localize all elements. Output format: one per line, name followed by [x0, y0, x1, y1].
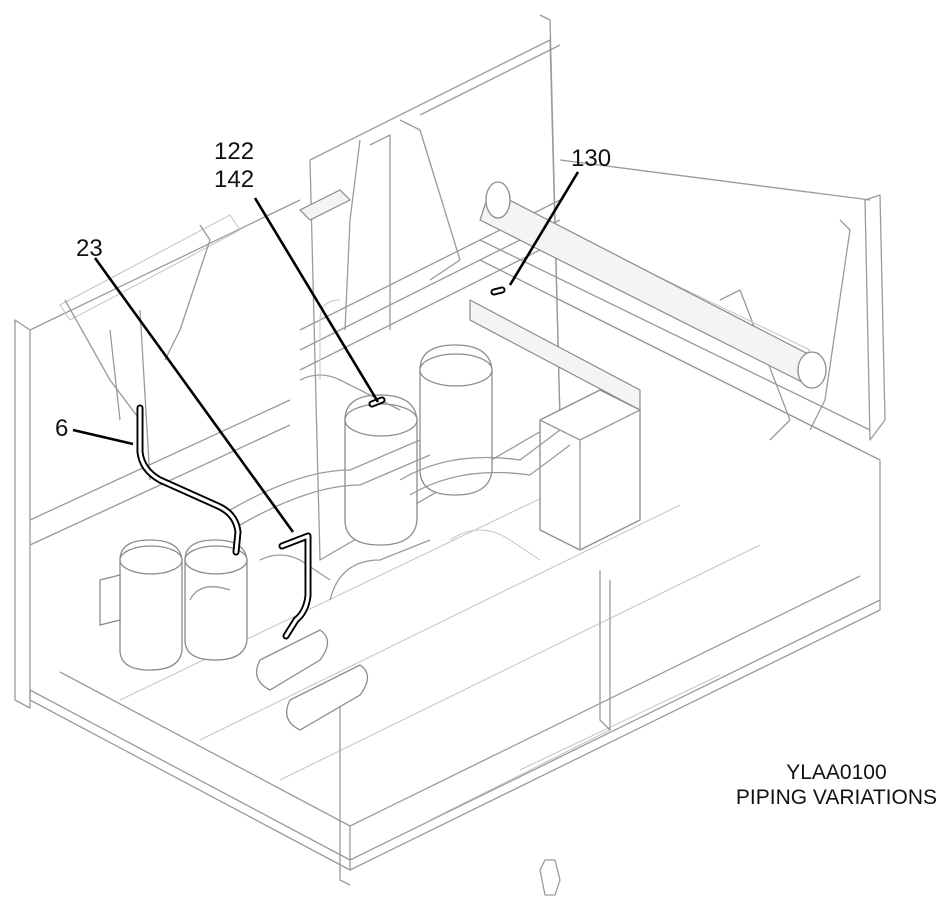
- left-frame: [14, 199, 301, 709]
- leader-23: [93, 257, 295, 533]
- callout-122: 122: [214, 138, 254, 165]
- leader-122: [253, 197, 380, 403]
- leader-130: [508, 171, 580, 286]
- callout-23: 23: [76, 235, 103, 262]
- highlighted-pipe-6: [136, 404, 242, 556]
- callout-142: 142: [214, 166, 254, 193]
- highlighted-pipe-23: [278, 532, 312, 640]
- callout-labels: 6 23 122 142 130: [55, 138, 611, 442]
- highlighted-fitting-130: [490, 286, 506, 296]
- callout-6: 6: [55, 415, 68, 442]
- caption-title: PIPING VARIATIONS: [735, 786, 937, 809]
- generic-piping: [189, 299, 571, 601]
- drawing-caption: YLAA0100 PIPING VARIATIONS: [736, 760, 937, 810]
- leader-6: [72, 428, 134, 446]
- caption-model: YLAA0100: [786, 761, 887, 784]
- leader-lines: [72, 171, 580, 533]
- callout-130: 130: [571, 145, 611, 172]
- condenser-tubes: [298, 181, 827, 411]
